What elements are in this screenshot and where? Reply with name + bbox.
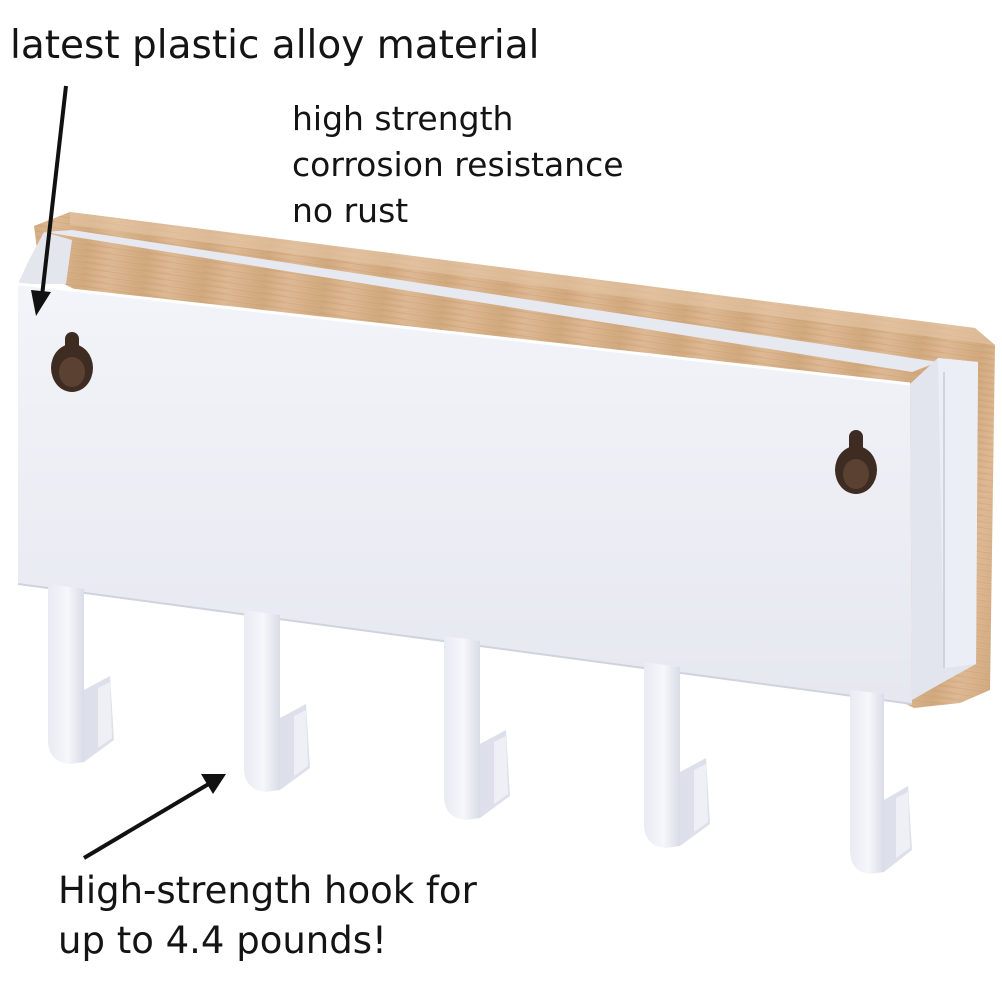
hook-label-line: High-strength hook for (58, 869, 477, 912)
feature-item: high strength (292, 99, 514, 138)
arrow-icon (31, 85, 68, 316)
tray-front-panel (18, 284, 912, 704)
hook (48, 584, 114, 764)
arrow-icon (82, 774, 226, 860)
keyhole-icon (51, 332, 93, 392)
hook-label-line: up to 4.4 pounds! (58, 919, 387, 962)
feature-item: corrosion resistance (292, 145, 624, 184)
hook (644, 662, 710, 848)
feature-item: no rust (292, 191, 409, 230)
hook (850, 690, 912, 874)
material-label: latest plastic alloy material (10, 23, 540, 68)
hook (444, 636, 510, 820)
hook-capacity-label: High-strength hook for up to 4.4 pounds! (58, 866, 477, 966)
hook (244, 610, 310, 792)
feature-list: high strength corrosion resistance no ru… (292, 96, 624, 234)
keyhole-icon (835, 430, 877, 494)
tray-inner-lip (44, 230, 938, 372)
